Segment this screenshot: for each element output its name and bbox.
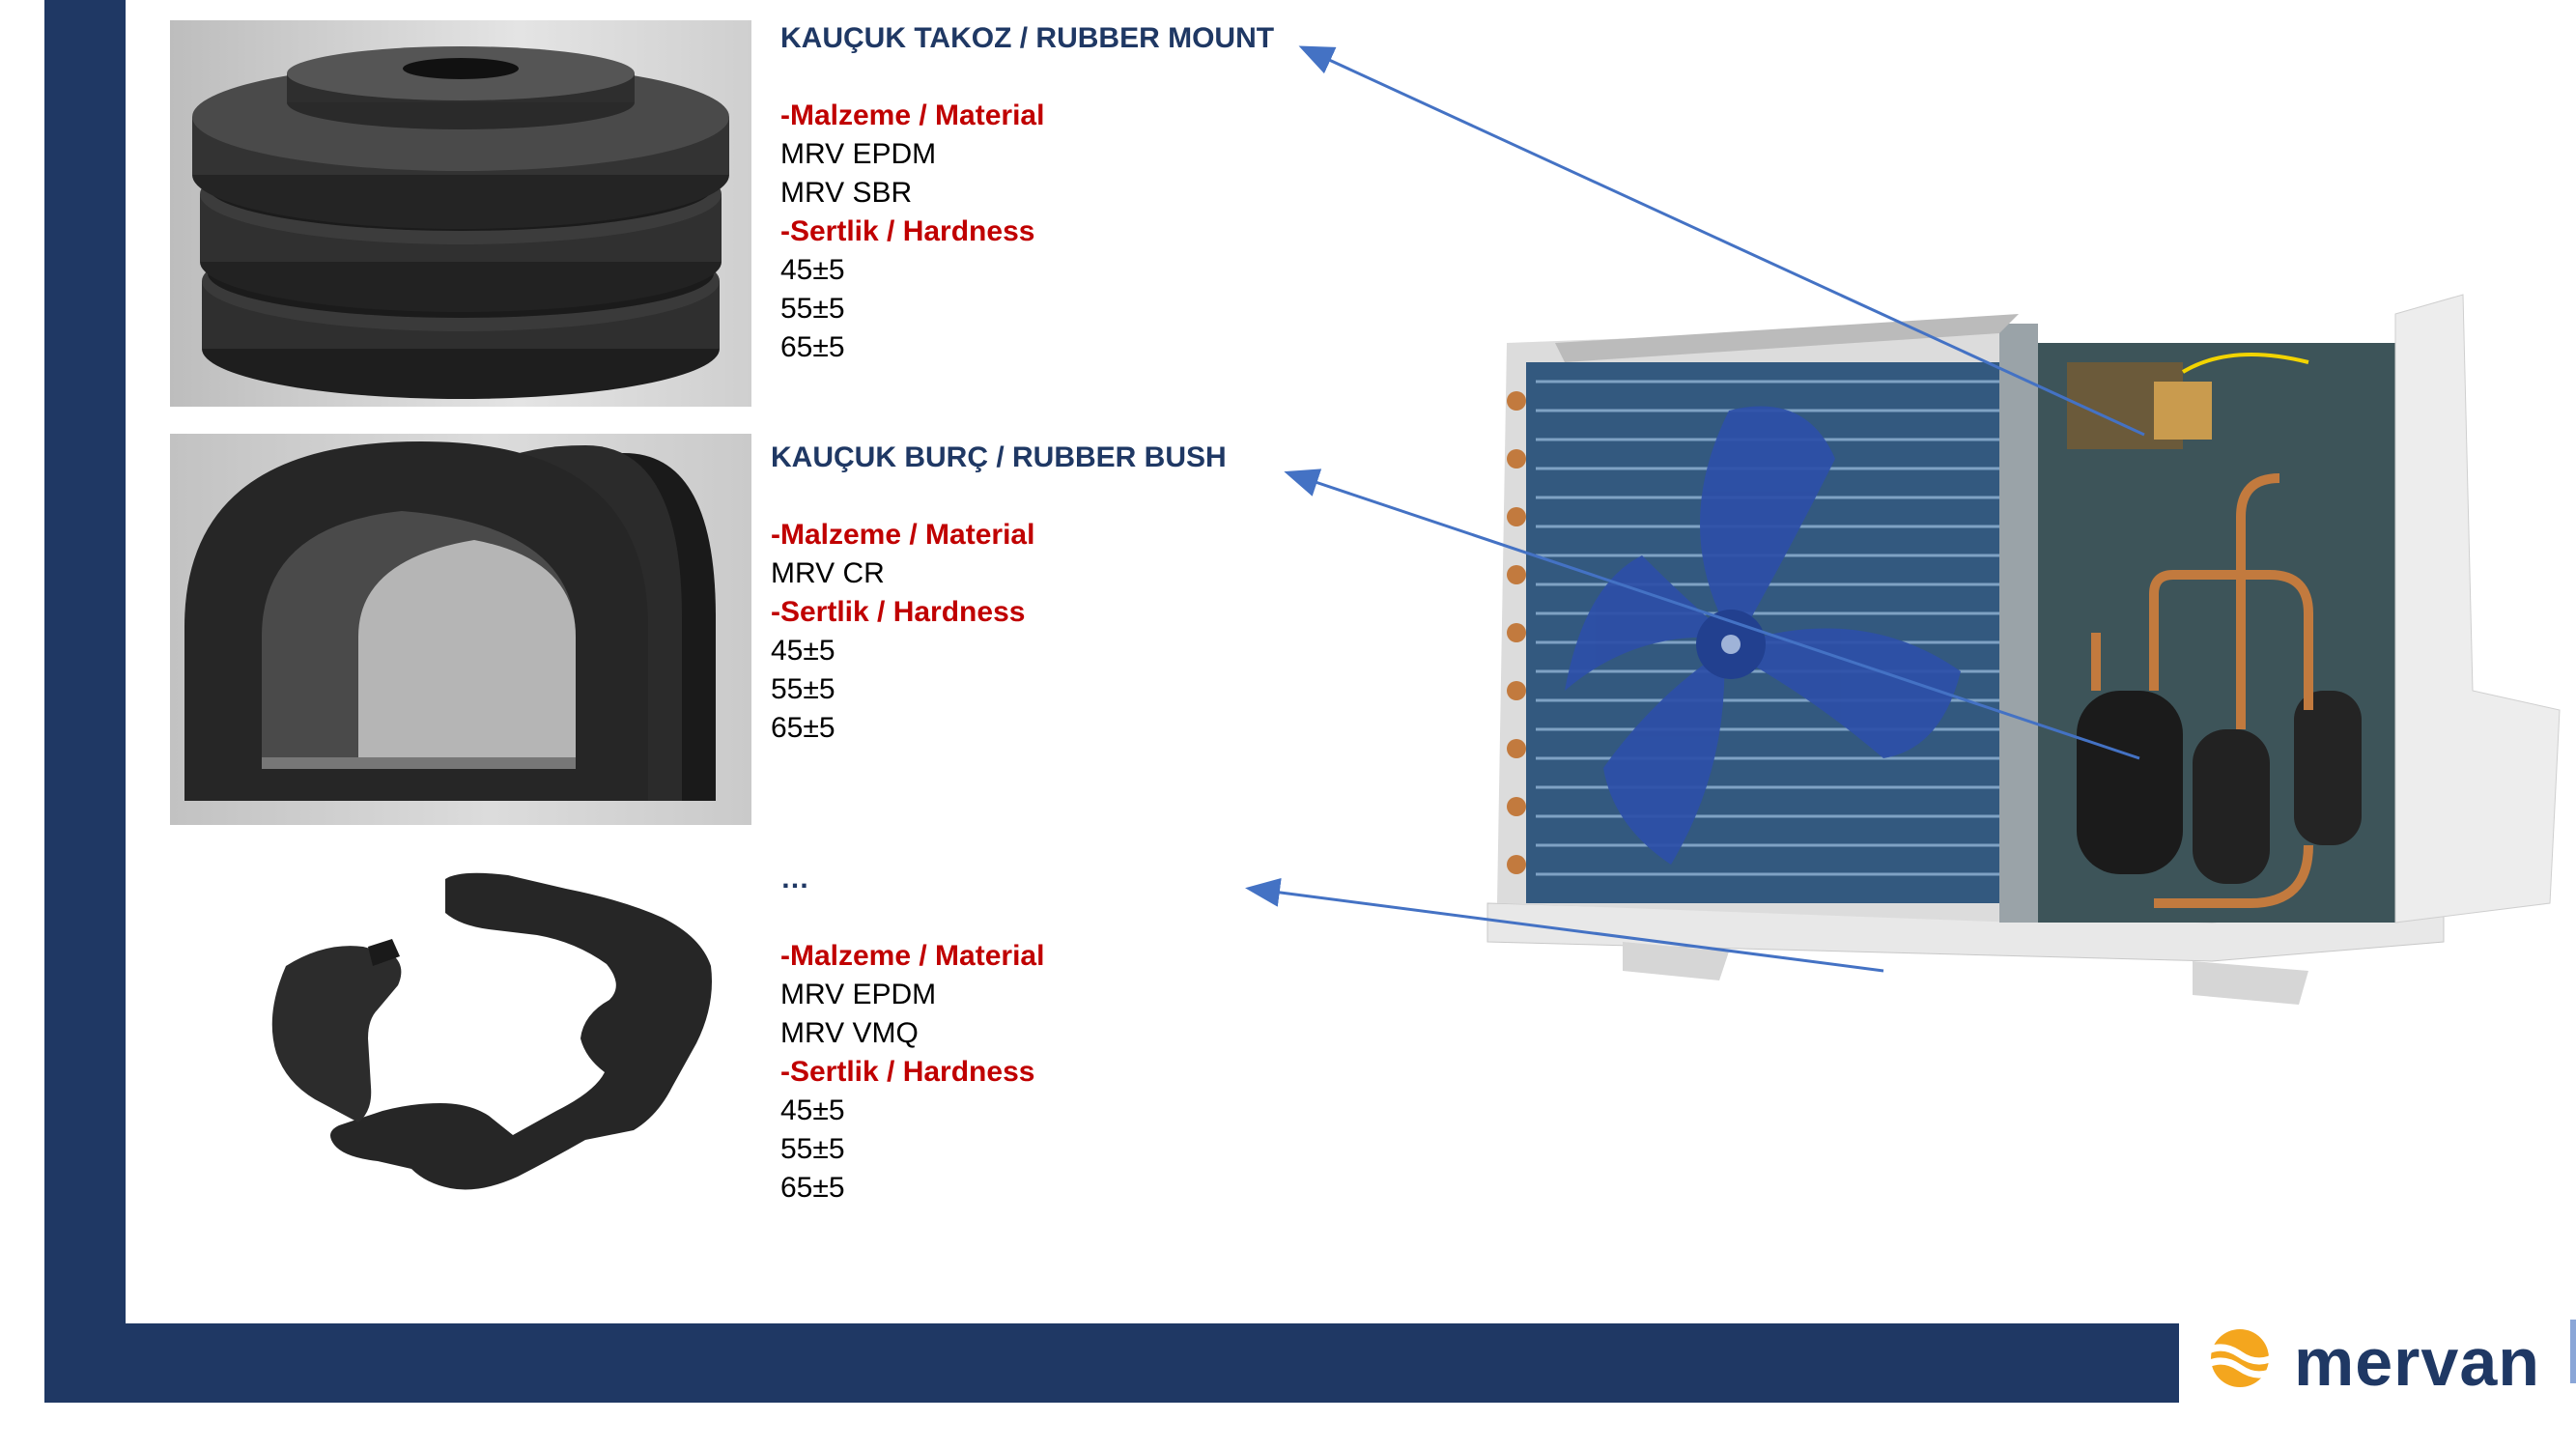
rubber-bush-image <box>170 434 751 825</box>
left-accent-band <box>44 0 126 1403</box>
hardness-value: 55±5 <box>780 293 845 325</box>
rubber-mount-spec: KAUÇUK TAKOZ / RUBBER MOUNT -Malzeme / M… <box>780 19 1274 367</box>
hardness-value: 65±5 <box>780 331 845 363</box>
hardness-value: 45±5 <box>780 1094 845 1126</box>
hardness-label: -Sertlik / Hardness <box>780 1056 1035 1088</box>
material-value: MRV VMQ <box>780 1017 919 1049</box>
rubber-mount-title: KAUÇUK TAKOZ / RUBBER MOUNT <box>780 22 1275 54</box>
logo-text: mervan <box>2294 1324 2541 1400</box>
rubber-bush-title: KAUÇUK BURÇ / RUBBER BUSH <box>771 441 1227 473</box>
rubber-bush-spec: KAUÇUK BURÇ / RUBBER BUSH -Malzeme / Mat… <box>771 439 1227 748</box>
hardness-value: 65±5 <box>771 712 835 744</box>
rubber-clip-title: … <box>780 863 809 895</box>
hardness-label: -Sertlik / Hardness <box>780 215 1035 247</box>
material-value: MRV CR <box>771 557 885 589</box>
arrow-rubber-mount <box>1298 45 2145 437</box>
rubber-clip-image <box>170 850 751 1217</box>
material-label: -Malzeme / Material <box>780 99 1045 131</box>
mervan-logo: mervan <box>2180 1320 2576 1403</box>
logo-stripe <box>2570 1320 2576 1383</box>
hardness-value: 45±5 <box>780 254 845 286</box>
rubber-mount-image <box>170 20 751 407</box>
mervan-wave-icon <box>2192 1327 2288 1394</box>
bottom-accent-band <box>44 1323 2179 1403</box>
arrow-rubber-bush <box>1284 469 2140 760</box>
rubber-clip-spec: … -Malzeme / Material MRV EPDM MRV VMQ -… <box>780 860 1044 1208</box>
hardness-label: -Sertlik / Hardness <box>771 596 1026 628</box>
hardness-value: 45±5 <box>771 635 835 667</box>
hardness-value: 65±5 <box>780 1172 845 1204</box>
material-value: MRV EPDM <box>780 979 937 1010</box>
material-label: -Malzeme / Material <box>771 519 1035 551</box>
material-label: -Malzeme / Material <box>780 940 1045 972</box>
hardness-value: 55±5 <box>771 673 835 705</box>
arrow-rubber-clip <box>1245 877 1884 973</box>
material-value: MRV SBR <box>780 177 913 209</box>
material-value: MRV EPDM <box>780 138 937 170</box>
hardness-value: 55±5 <box>780 1133 845 1165</box>
